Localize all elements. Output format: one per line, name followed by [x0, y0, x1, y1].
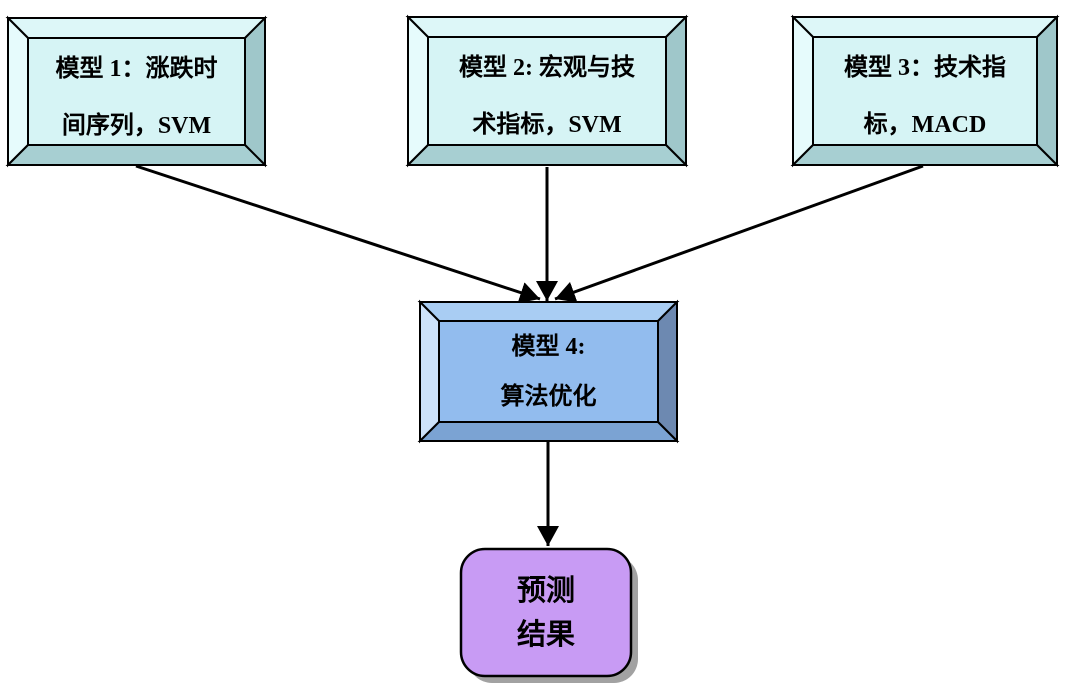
model4-label-line1: 模型 4: [511, 333, 586, 360]
model1-label-line1: 模型 1：涨跌时 [55, 55, 218, 82]
node-model3-box [790, 14, 1060, 168]
model3-label-line1: 模型 3：技术指 [844, 55, 1006, 81]
model2-bevel-left [407, 14, 429, 168]
model4-bevel-left [419, 299, 440, 444]
node-model1-label: 模型 1：涨跌时 间序列，SVM [28, 38, 245, 151]
node-model1-box [5, 15, 268, 168]
model3-bevel-top [790, 16, 1060, 38]
model4-bevel-right [657, 299, 678, 444]
model2-label-line2: 术指标，SVM [472, 112, 622, 138]
model3-bevel-left [792, 14, 814, 168]
model3-label-line2: 标，MACD [863, 112, 987, 138]
model2-bevel-top [405, 16, 689, 38]
node-model4-label: 模型 4: 算法优化 [439, 321, 658, 422]
model1-face [27, 37, 246, 146]
model4-bevel-top [417, 301, 680, 322]
node-model3-label: 模型 3：技术指 标，MACD [813, 37, 1037, 151]
result-face [459, 547, 633, 678]
model1-label-line2: 间序列，SVM [61, 112, 212, 139]
node-result-label: 预测 结果 [461, 549, 631, 676]
model4-bevel-bottom [417, 421, 680, 442]
node-model2-label: 模型 2: 宏观与技 术指标，SVM [428, 37, 666, 151]
model2-label-line1: 模型 2: 宏观与技 [459, 55, 635, 81]
node-model2-box [405, 14, 689, 168]
model3-face [812, 36, 1038, 146]
edge-model1-to-model4 [135, 164, 541, 304]
model2-bevel-right [665, 14, 687, 168]
edges [135, 164, 924, 546]
model1-bevel-right [244, 15, 266, 168]
result-label-line2: 结果 [516, 618, 575, 651]
model1-bevel-left [7, 15, 29, 168]
model3-bevel-right [1036, 14, 1058, 168]
model4-label-line2: 算法优化 [500, 383, 597, 410]
model1-bevel-top [5, 17, 268, 39]
node-result-box [459, 547, 638, 683]
model4-face [438, 320, 659, 423]
result-label-line1: 预测 [516, 574, 575, 607]
node-model4-box [417, 299, 680, 444]
edge-model3-to-model4 [554, 164, 924, 303]
model2-face [427, 36, 667, 146]
